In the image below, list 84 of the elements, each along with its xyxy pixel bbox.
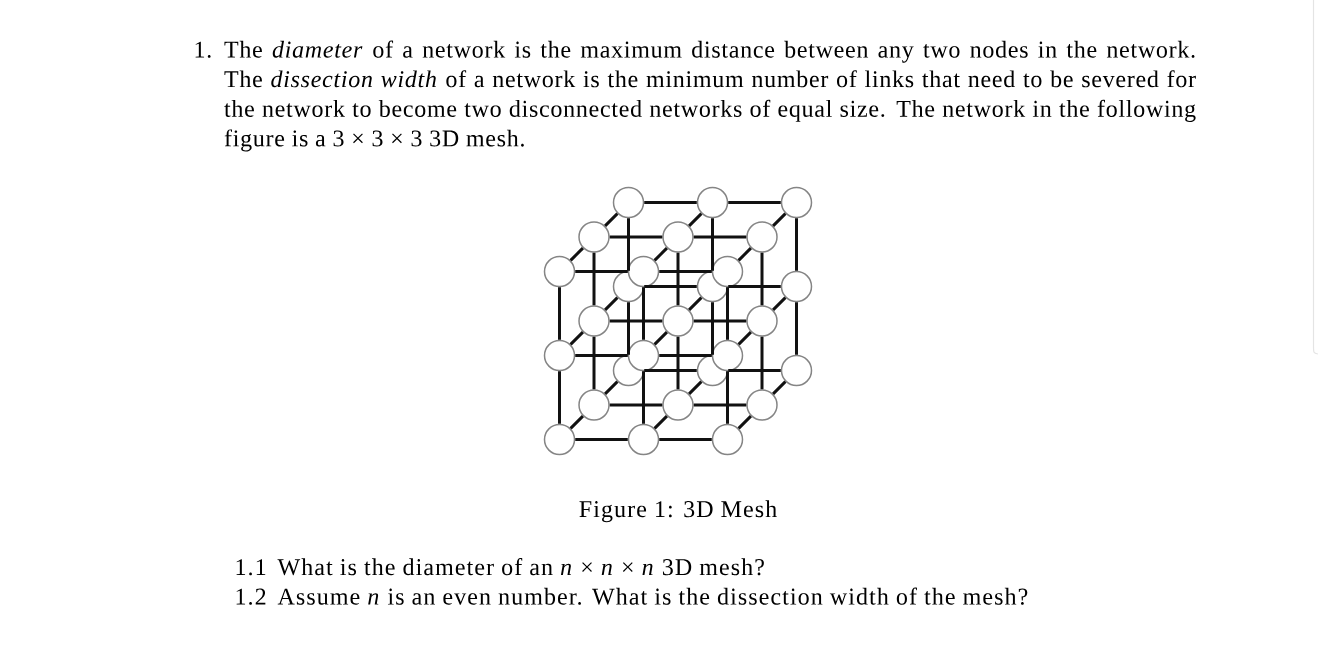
connector-line — [609, 319, 663, 323]
connector-line — [575, 270, 628, 273]
mesh-node — [543, 255, 576, 288]
connector-line — [609, 235, 663, 239]
connector-line — [711, 218, 714, 271]
connector-line — [592, 252, 596, 306]
connector-line — [688, 380, 703, 395]
connector-line — [688, 296, 703, 311]
question-number: 1.1 — [236, 559, 266, 576]
mesh-node — [578, 389, 610, 421]
connector-line — [653, 415, 668, 430]
paragraph: The diameter of a network is the maximum distance between any two nodes in the network. The dissection width of a network is the minimum number of links that need to be severed for the network to become two disconnected networks of equal size. The network in the following figure is a 3 × 3 × 3 3D mesh. — [224, 40, 1196, 152]
connector-line — [676, 336, 680, 390]
connector-line — [795, 302, 798, 355]
connector-line — [592, 336, 596, 390]
connector-line — [558, 371, 561, 424]
connector-line — [604, 380, 619, 395]
mesh-node — [711, 339, 744, 372]
connector-line — [728, 369, 781, 372]
connector-line — [760, 336, 764, 390]
mesh-node — [627, 339, 660, 372]
connector-line — [659, 354, 712, 357]
connector-line — [627, 302, 630, 355]
mesh-node — [543, 339, 576, 372]
mesh-node — [746, 389, 778, 421]
mesh-node — [711, 423, 744, 456]
connector-line — [642, 287, 645, 340]
mesh-node — [746, 305, 778, 337]
connector-line — [609, 403, 663, 407]
connector-line — [644, 285, 697, 288]
question-number: 1.2 — [236, 588, 266, 605]
mesh-node — [612, 186, 645, 219]
connector-line — [726, 287, 729, 340]
connector-line — [772, 296, 787, 311]
connector-line — [627, 218, 630, 271]
connector-line — [693, 403, 747, 407]
connector-line — [726, 371, 729, 424]
mesh-node — [746, 221, 778, 253]
connector-line — [604, 296, 619, 311]
mesh-node — [627, 423, 660, 456]
question-number: 1. — [195, 41, 211, 58]
connector-line — [604, 212, 619, 227]
question-text: Assume n is an even number. What is the dissection width of the mesh? — [277, 587, 1028, 605]
connector-line — [772, 212, 787, 227]
mesh-node — [780, 354, 813, 387]
connector-line — [569, 247, 584, 262]
connector-line — [659, 438, 712, 441]
connector-line — [737, 247, 752, 262]
mesh-node — [662, 389, 694, 421]
connector-line — [642, 371, 645, 424]
connector-line — [644, 369, 697, 372]
connector-line — [693, 319, 747, 323]
mesh-node — [780, 186, 813, 219]
connector-line — [772, 380, 787, 395]
connector-line — [737, 415, 752, 430]
connector-line — [676, 252, 680, 306]
mesh-node — [711, 255, 744, 288]
connector-line — [711, 302, 714, 355]
connector-line — [728, 201, 781, 204]
mesh-node — [780, 270, 813, 303]
connector-line — [653, 247, 668, 262]
connector-line — [688, 212, 703, 227]
mesh-node — [543, 423, 576, 456]
connector-line — [575, 438, 628, 441]
mesh-node — [578, 221, 610, 253]
question-text: What is the diameter of an n × n × n 3D mesh? — [277, 558, 764, 576]
mesh-node — [627, 255, 660, 288]
connector-line — [569, 415, 584, 430]
connector-line — [693, 235, 747, 239]
connector-line — [659, 270, 712, 273]
connector-line — [644, 201, 697, 204]
connector-line — [569, 331, 584, 346]
mesh-node — [696, 186, 729, 219]
connector-line — [558, 287, 561, 340]
mesh-node — [662, 221, 694, 253]
mesh-node — [662, 305, 694, 337]
connector-line — [728, 285, 781, 288]
connector-line — [760, 252, 764, 306]
connector-line — [575, 354, 628, 357]
connector-line — [737, 331, 752, 346]
mesh-node — [578, 305, 610, 337]
connector-line — [653, 331, 668, 346]
connector-line — [795, 218, 798, 271]
figure-caption: Figure 1: 3D Mesh — [579, 500, 777, 523]
